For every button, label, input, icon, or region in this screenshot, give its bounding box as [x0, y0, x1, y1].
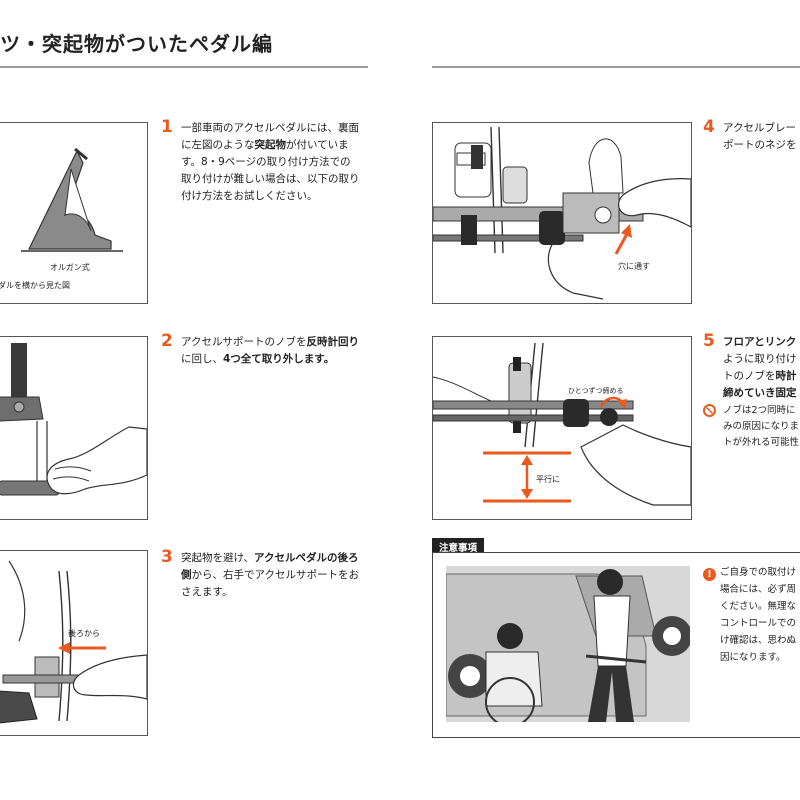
step-1-caption-type: オルガン式 — [50, 263, 90, 272]
text-line: フロアとリンク — [723, 334, 797, 351]
text-segment: コントロールでの — [720, 618, 797, 629]
bold-segment: フロアとリンク — [723, 336, 797, 348]
text-segment: 因になります。 — [720, 652, 786, 663]
text-segment: みの原因になりま — [723, 421, 800, 432]
step-2-illustration — [0, 336, 148, 520]
text-line: トが外れる可能性 — [723, 435, 799, 451]
step-1-illustration — [0, 122, 148, 304]
bold-segment: 時計 — [775, 370, 797, 382]
bold-segment: 突起物 — [254, 139, 287, 151]
text-segment: 付け方法をお試しください。 — [181, 190, 318, 202]
text-segment: ように取り付け — [723, 353, 797, 365]
text-line: さえます。 — [181, 584, 359, 601]
text-segment: アクセルブレー — [723, 122, 796, 134]
notice-illustration — [446, 566, 690, 722]
step-5-caption-parallel: 平行に — [536, 475, 560, 484]
prohibition-icon — [703, 404, 716, 417]
orange-arrow-icon — [56, 640, 108, 659]
text-line: みの原因になりま — [723, 419, 799, 435]
step-4-text: アクセルブレーポートのネジを — [723, 120, 797, 154]
step-4-number: 4 — [703, 117, 715, 137]
step-3-text: 突起物を避け、アクセルペダルの後ろ側から、右手でアクセルサポートをおさえます。 — [181, 550, 359, 601]
text-line: ように取り付け — [723, 351, 797, 368]
step-2-text: アクセルサポートのノブを反時計回りに回し、4つ全て取り外します。 — [181, 334, 359, 368]
orange-up-arrow-icon — [612, 222, 634, 260]
text-line: アクセルサポートのノブを反時計回り — [181, 334, 359, 351]
text-line: 因になります。 — [720, 649, 796, 666]
step-2-number: 2 — [161, 331, 173, 351]
text-line: トのノブを時計 — [723, 368, 797, 385]
text-segment: から、右手でアクセルサポートをお — [191, 569, 359, 581]
text-segment: 一部車両のアクセルペダルには、裏面 — [181, 122, 359, 134]
bold-segment: 4つ全て取り外します。 — [223, 353, 335, 365]
bold-segment: 締めていき固定 — [723, 387, 797, 399]
text-line: 突起物を避け、アクセルペダルの後ろ — [181, 550, 359, 567]
text-line: に回し、4つ全て取り外します。 — [181, 351, 359, 368]
step-1-number: 1 — [161, 117, 173, 137]
title-divider-left — [0, 66, 368, 68]
text-segment: ご自身での取付け — [720, 567, 797, 578]
text-line: アクセルブレー — [723, 120, 797, 137]
step-3-caption: 後ろから — [68, 629, 100, 638]
text-line: 側から、右手でアクセルサポートをお — [181, 567, 359, 584]
text-segment: トが外れる可能性 — [723, 437, 800, 448]
text-line: 締めていき固定 — [723, 385, 797, 402]
text-line: 取り付けが難しい場合は、以下の取り — [181, 171, 360, 188]
bold-segment: アクセルペダルの後ろ — [253, 552, 359, 564]
step-3-illustration — [0, 550, 148, 736]
step-5-caption-rotate: ひとつずつ締める — [568, 387, 624, 395]
text-line: ノブは2つ同時に — [723, 403, 799, 419]
text-segment: に回し、 — [181, 353, 223, 365]
text-line: 一部車両のアクセルペダルには、裏面 — [181, 120, 360, 137]
bold-segment: 反時計回り — [306, 336, 359, 348]
text-line: ご自身での取付け — [720, 564, 796, 581]
text-segment: 場合には、必ず周 — [720, 584, 797, 595]
step-5-illustration — [432, 336, 692, 520]
text-segment: 取り付けが難しい場合は、以下の取り — [181, 173, 360, 185]
step-4-caption: 穴に通す — [618, 262, 650, 271]
exclamation-icon: ! — [703, 568, 716, 581]
text-segment: け確認は、思わぬ — [720, 635, 797, 646]
text-line: ください。無理な — [720, 598, 796, 615]
step-3-number: 3 — [161, 547, 173, 567]
notice-tab: 注意事項 — [432, 538, 485, 556]
notice-text: ご自身での取付け場合には、必ず周ください。無理なコントロールでのけ確認は、思わぬ… — [720, 564, 796, 666]
text-line: 場合には、必ず周 — [720, 581, 796, 598]
text-line: に左図のような突起物が付いていま — [181, 137, 360, 154]
text-segment: 突起物を避け、 — [181, 552, 254, 564]
step-5-warning-text: ノブは2つ同時にみの原因になりまトが外れる可能性 — [723, 403, 799, 451]
text-line: ポートのネジを — [723, 137, 797, 154]
text-segment: す。8・9ページの取り付け方法での — [181, 156, 351, 168]
title-divider-right — [432, 66, 800, 68]
bold-segment: 側 — [181, 569, 192, 581]
text-segment: ノブは2つ同時に — [723, 405, 796, 416]
text-segment: アクセルサポートのノブを — [181, 336, 307, 348]
step-5-text: フロアとリンクように取り付けトのノブを時計締めていき固定 — [723, 334, 797, 402]
step-4-illustration — [432, 122, 692, 304]
text-segment: に左図のような — [181, 139, 255, 151]
text-segment: さえます。 — [181, 586, 233, 598]
text-line: コントロールでの — [720, 615, 796, 632]
text-line: す。8・9ページの取り付け方法での — [181, 154, 360, 171]
text-segment: トのノブを — [723, 370, 776, 382]
text-segment: ポートのネジを — [723, 139, 797, 151]
page-title: ツ・突起物がついたペダル編 — [0, 32, 273, 56]
text-line: 付け方法をお試しください。 — [181, 188, 360, 205]
step-1-text: 一部車両のアクセルペダルには、裏面に左図のような突起物が付いています。8・9ペー… — [181, 120, 360, 205]
step-1-caption-view: ダルを横から見た図 — [0, 281, 70, 290]
step-5-number: 5 — [703, 331, 715, 351]
text-segment: ください。無理な — [720, 601, 797, 612]
text-line: け確認は、思わぬ — [720, 632, 796, 649]
text-segment: が付いていま — [286, 139, 349, 151]
